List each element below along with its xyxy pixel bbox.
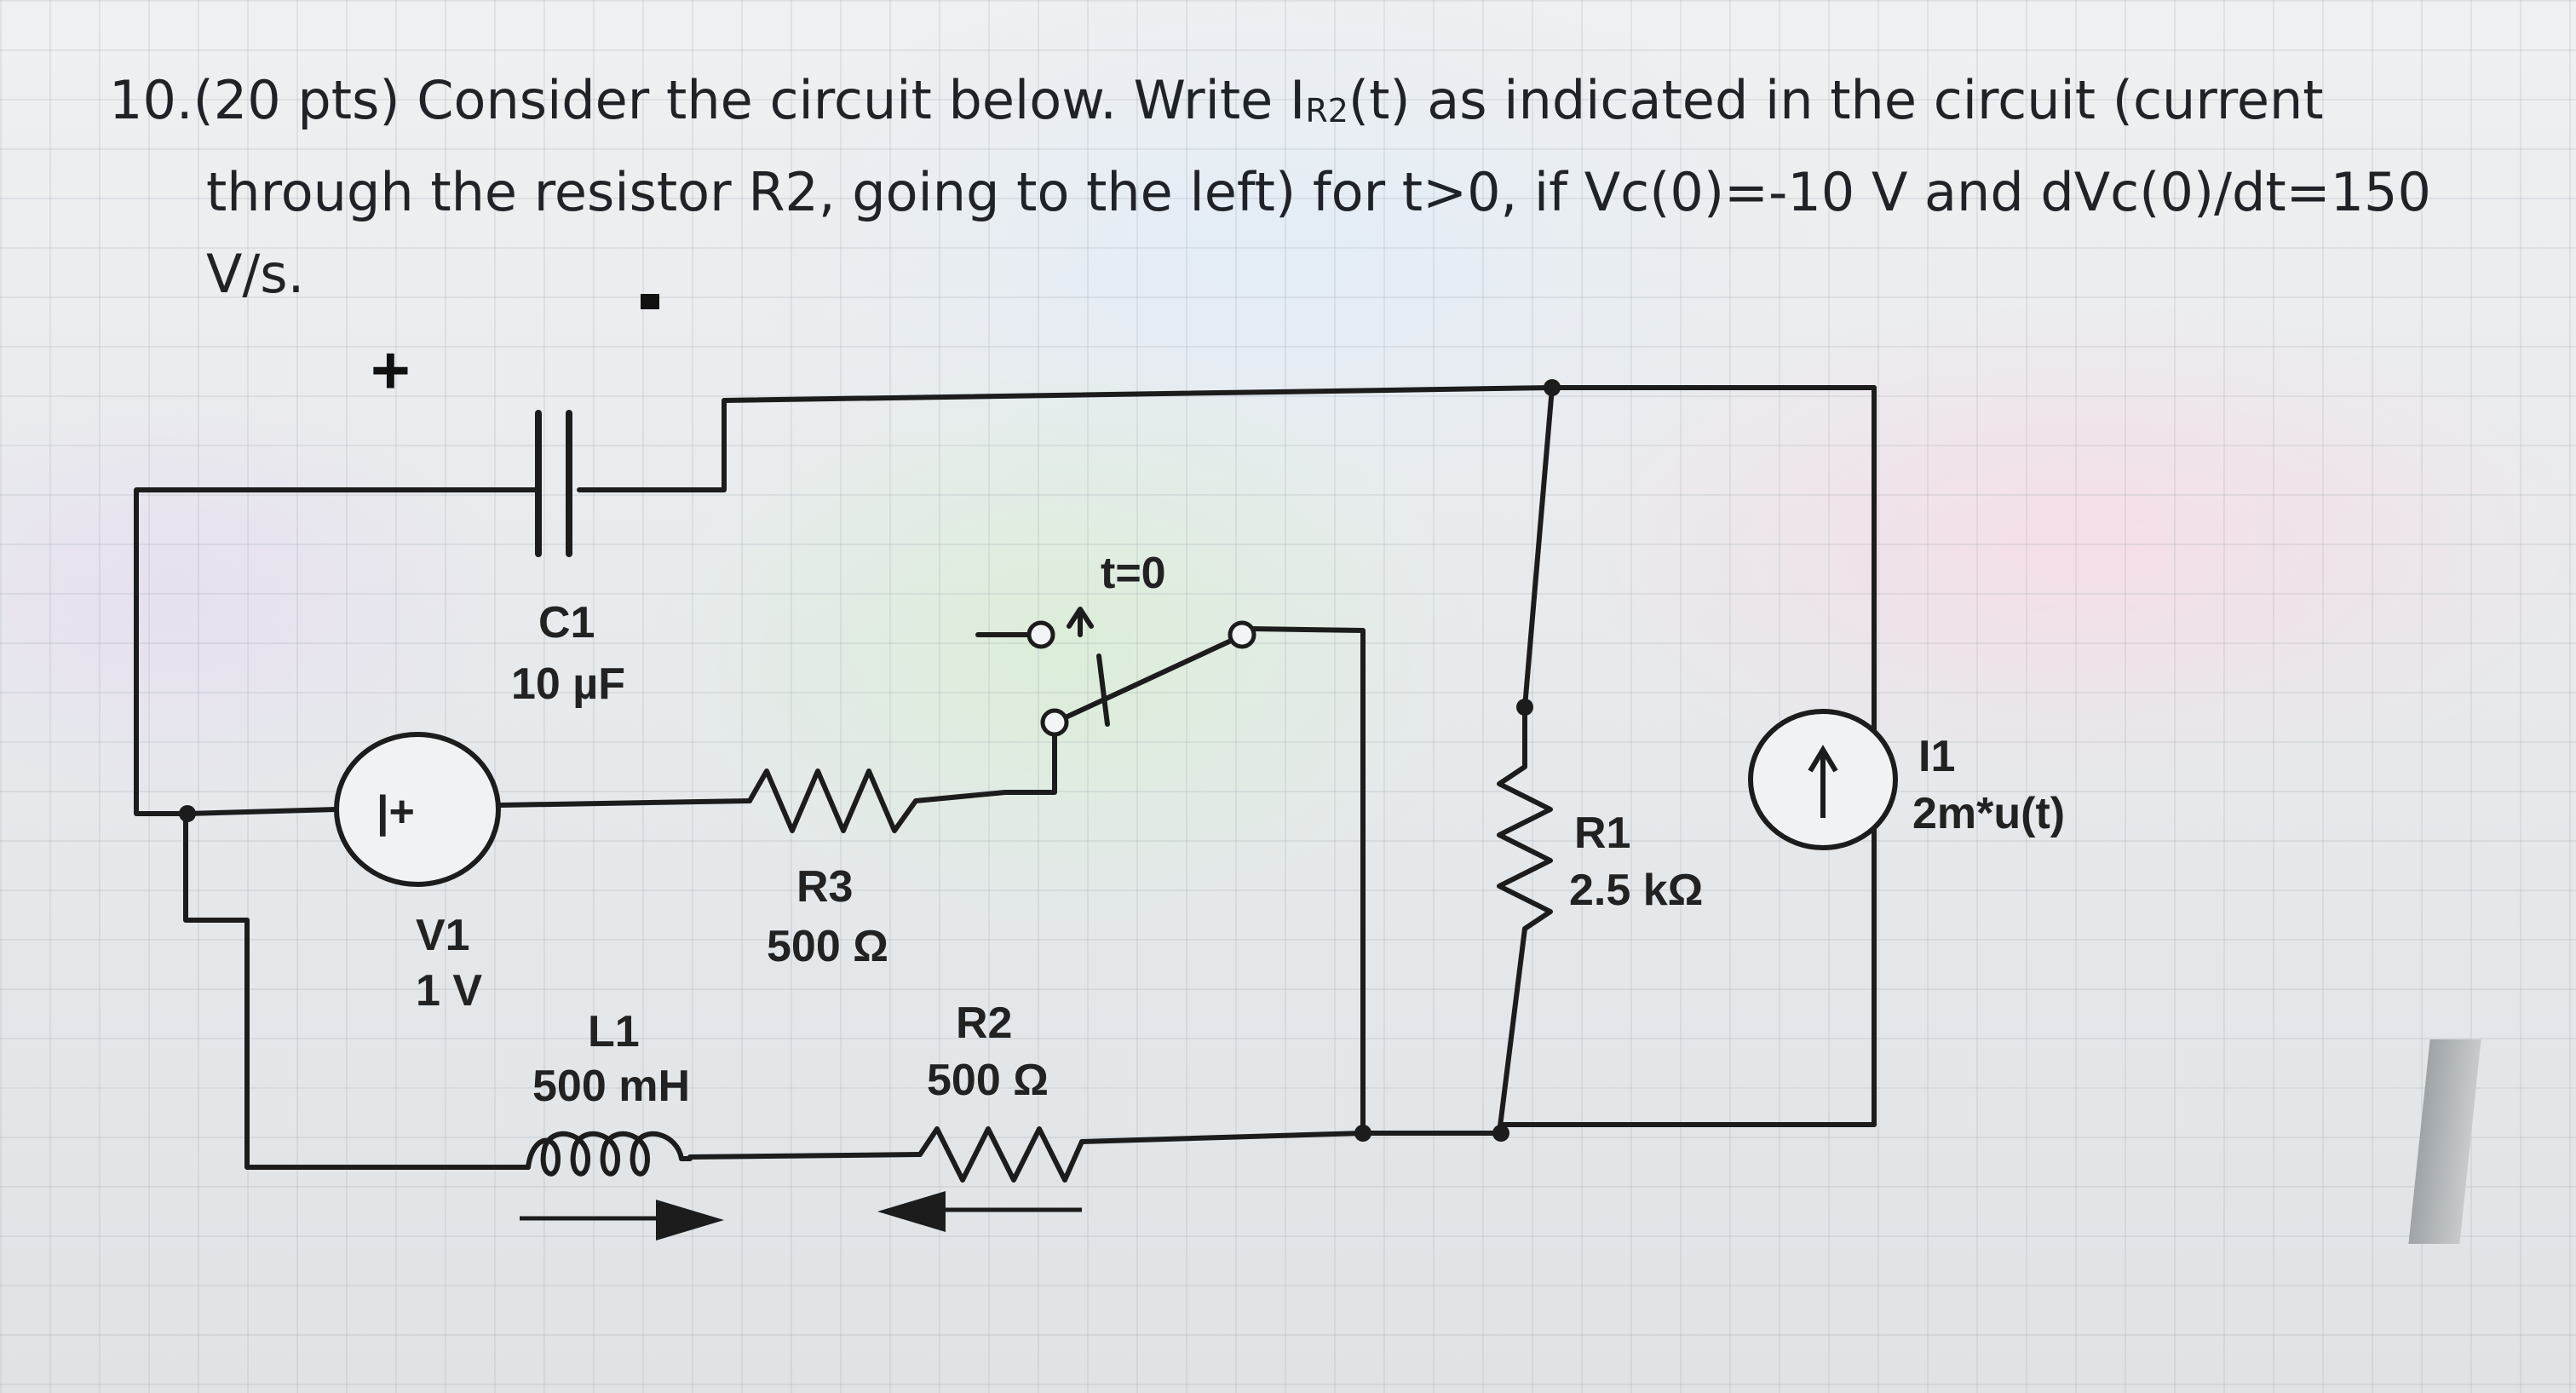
inductor-current-arrowhead bbox=[656, 1200, 724, 1240]
question-line-1: 10.(20 pts) Consider the circuit below. … bbox=[109, 60, 2460, 152]
resistor-r3-zigzag bbox=[747, 722, 1057, 833]
v1-symbol: |+ bbox=[377, 787, 415, 837]
v1-name: V1 bbox=[416, 911, 470, 960]
r2-current-arrowhead bbox=[877, 1191, 946, 1232]
r2-value: 500 Ω bbox=[927, 1056, 1049, 1105]
switch-contact-common bbox=[1040, 708, 1069, 737]
r1-name: R1 bbox=[1574, 809, 1630, 858]
r2-name: R2 bbox=[956, 999, 1012, 1048]
l1-value: 500 mH bbox=[532, 1062, 690, 1111]
current-arrow-icon bbox=[1808, 745, 1838, 818]
voltage-source-v1 bbox=[334, 732, 501, 887]
question-text: 10.(20 pts) Consider the circuit below. … bbox=[109, 60, 2460, 315]
switch-arrow bbox=[1067, 607, 1094, 637]
wire-v1-down bbox=[183, 811, 250, 923]
i1-name: I1 bbox=[1918, 732, 1955, 781]
wire-r1-top bbox=[1522, 385, 1555, 710]
question-line-2: through the resistor R2, going to the le… bbox=[206, 161, 2431, 305]
capacitor-value: 10 µF bbox=[511, 659, 625, 709]
node-r1-top bbox=[1544, 379, 1561, 396]
question-number: 10. bbox=[109, 69, 193, 131]
wire-v1-r3 bbox=[498, 798, 752, 808]
switch-contact-right bbox=[1228, 620, 1256, 649]
wire-top-right-loop bbox=[577, 385, 1877, 1127]
node-bottom-mid bbox=[1354, 1125, 1371, 1142]
switch-pivot-line bbox=[1096, 653, 1110, 727]
switch-label: t=0 bbox=[1101, 549, 1166, 598]
switch-blade bbox=[1052, 638, 1233, 725]
current-subscript: R2 bbox=[1305, 92, 1348, 130]
wire-v1-left-lead bbox=[187, 807, 337, 816]
wire-left-top bbox=[134, 487, 539, 816]
capacitor-plates bbox=[535, 410, 572, 557]
question-line-1-end: (t) as indicated in the circuit (current bbox=[1348, 69, 2324, 131]
r1-value: 2.5 kΩ bbox=[1569, 866, 1703, 915]
capacitor-plus-sign: + bbox=[371, 332, 411, 408]
v1-value: 1 V bbox=[416, 966, 482, 1016]
resistor-r2-zigzag bbox=[917, 1126, 1504, 1183]
wire-bottom-left bbox=[244, 918, 531, 1170]
node-bottom-r1 bbox=[1492, 1125, 1509, 1142]
r3-value: 500 Ω bbox=[767, 922, 888, 971]
capacitor-minus-sign bbox=[641, 294, 659, 309]
wire-l1-r2 bbox=[687, 1152, 923, 1160]
capacitor-name: C1 bbox=[538, 598, 595, 648]
l1-name: L1 bbox=[588, 1007, 640, 1056]
r3-name: R3 bbox=[796, 862, 853, 912]
resistor-r1-zigzag bbox=[1497, 705, 1553, 1136]
question-line-1-start: (20 pts) Consider the circuit below. Wri… bbox=[193, 69, 1306, 131]
inductor-l1-coils bbox=[526, 1131, 693, 1177]
switch-contact-left bbox=[1026, 620, 1055, 649]
i1-value: 2m*u(t) bbox=[1912, 789, 2065, 838]
wire-switch-right bbox=[1250, 626, 1366, 1136]
node-r1-mid bbox=[1516, 699, 1533, 716]
